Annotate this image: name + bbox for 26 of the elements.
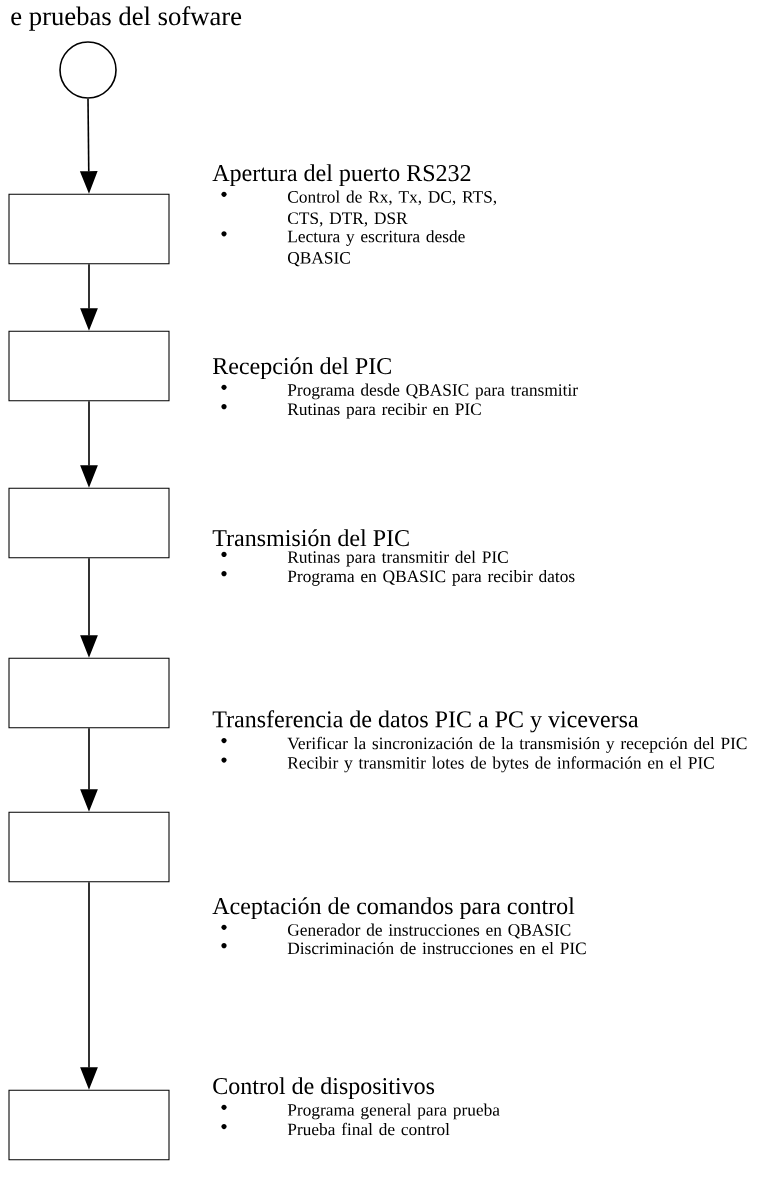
step-heading: Transferencia de datos PIC a PC y viceversa: [212, 710, 639, 733]
process-box: [8, 193, 170, 265]
step-heading: Recepción del PIC: [212, 357, 391, 380]
process-box: [8, 811, 170, 883]
bullet-text: Programa en QBASIC para recibir datos: [287, 570, 575, 586]
title: e pruebas del sofware: [11, 6, 242, 31]
bullet-text: Programa desde QBASIC para transmitir: [287, 383, 578, 400]
bullet-text: Lectura y escritura desde QBASIC: [287, 230, 465, 267]
process-box: [8, 487, 170, 559]
step-heading: Control de dispositivos: [213, 1077, 435, 1100]
step-heading: Aceptación de comandos para control: [212, 897, 575, 920]
step-heading: Transmisión del PIC: [212, 529, 409, 547]
bullet-text: Verificar la sincronización de la transmisión y recepción del PIC: [287, 736, 747, 753]
step-heading: Apertura del puerto RS232: [212, 164, 471, 187]
start-circle: [59, 41, 117, 99]
bullet-text: Control de Rx, Tx, DC, RTS, CTS, DTR, DSR: [288, 190, 497, 227]
process-box: [8, 330, 170, 402]
bullet-text: Discriminación de instrucciones en el PIC: [287, 942, 586, 955]
bullet-text: Rutinas para recibir en PIC: [287, 402, 481, 419]
process-box: [8, 657, 170, 729]
bullet-text: Prueba final de control: [287, 1122, 450, 1136]
bullet-text: Rutinas para transmitir del PIC: [287, 550, 508, 567]
bullet-text: Recibir y transmitir lotes de bytes de información en el PIC: [287, 756, 714, 773]
bullet-text: Generador de instrucciones en QBASIC: [288, 923, 571, 939]
process-box: [8, 1089, 170, 1161]
bullet-text: Programa general para prueba: [287, 1103, 500, 1120]
